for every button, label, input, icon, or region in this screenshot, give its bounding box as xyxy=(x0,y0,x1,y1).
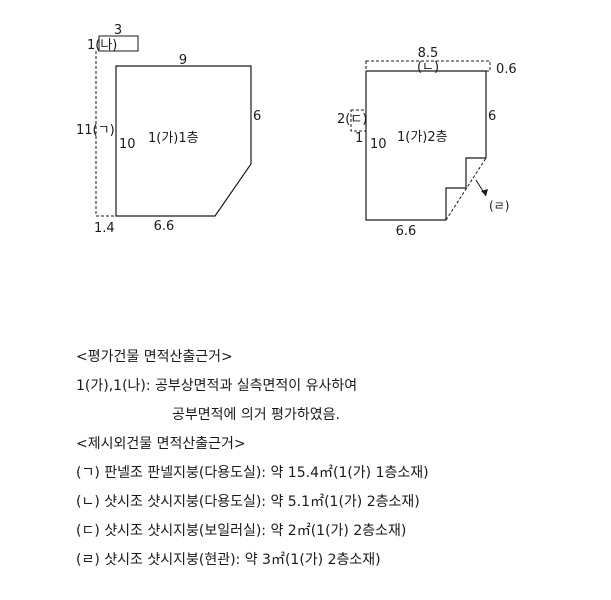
dim-bottom-width: 6.6 xyxy=(396,224,417,239)
extension-strip-outline xyxy=(95,51,116,217)
top-extension-label: (ㄴ) xyxy=(417,60,439,75)
dim-corner: 1.4 xyxy=(94,221,115,236)
extension-box-outline xyxy=(98,35,139,52)
building-outline xyxy=(115,65,252,217)
dim-right-height: 6 xyxy=(253,109,261,124)
dim-left-height: 10 xyxy=(370,137,387,152)
entrance-label: (ㄹ) xyxy=(489,199,509,213)
heading-appraised-building: <평가건물 면적산출근거> xyxy=(76,349,233,365)
floor-label: 1(가)1층 xyxy=(148,131,199,146)
item-d: (ㄷ) 샷시조 샷시지붕(보일러실): 약 2㎡(1(가) 2층소재) xyxy=(76,523,407,539)
dim-top-width: 9 xyxy=(179,53,187,68)
item-n: (ㄴ) 샷시조 샷시지붕(다용도실): 약 5.1㎡(1(가) 2층소재) xyxy=(76,494,420,510)
dim-top-width: 8.5 xyxy=(418,46,439,61)
left-extension-label: 2(ㄷ) xyxy=(337,112,367,127)
dim-top-extension: 3 xyxy=(114,23,122,38)
dim-top-offset: 0.6 xyxy=(496,62,517,77)
dim-left-total: 11(ㄱ) xyxy=(76,123,115,138)
dim-left-extension: 1 xyxy=(355,131,363,146)
heading-other-buildings: <제시외건물 면적산출근거> xyxy=(76,436,246,452)
building-outline xyxy=(365,70,487,221)
floor-label: 1(가)2층 xyxy=(397,130,448,145)
floor-plan-sketches: 3 1(나) 9 6 11(ㄱ) 10 1(가)1층 6.6 1.4 8.5 (… xyxy=(76,23,517,239)
note-line-2: 공부면적에 의거 평가하였음. xyxy=(172,407,340,423)
entrance-diagonal xyxy=(445,157,487,221)
extension-label: 1(나) xyxy=(87,38,117,53)
dim-right-height: 6 xyxy=(488,109,496,124)
arrowhead-icon xyxy=(481,189,488,196)
dim-left-height: 10 xyxy=(119,137,136,152)
note-line-1: 1(가),1(나): 공부상면적과 실측면적이 유사하여 xyxy=(76,378,358,394)
plan-second-floor: 8.5 (ㄴ) 0.6 2(ㄷ) 1 10 1(가)2층 6 6.6 (ㄹ) xyxy=(337,46,517,239)
plan-first-floor: 3 1(나) 9 6 11(ㄱ) 10 1(가)1층 6.6 1.4 xyxy=(76,23,261,236)
item-g: (ㄱ) 판넬조 판넬지붕(다용도실): 약 15.4㎡(1(가) 1층소재) xyxy=(76,465,429,481)
item-r: (ㄹ) 샷시조 샷시지붕(현관): 약 3㎡(1(가) 2층소재) xyxy=(76,552,381,568)
area-calculation-notes: <평가건물 면적산출근거> 1(가),1(나): 공부상면적과 실측면적이 유사… xyxy=(76,343,429,575)
dim-bottom-width: 6.6 xyxy=(154,219,175,234)
